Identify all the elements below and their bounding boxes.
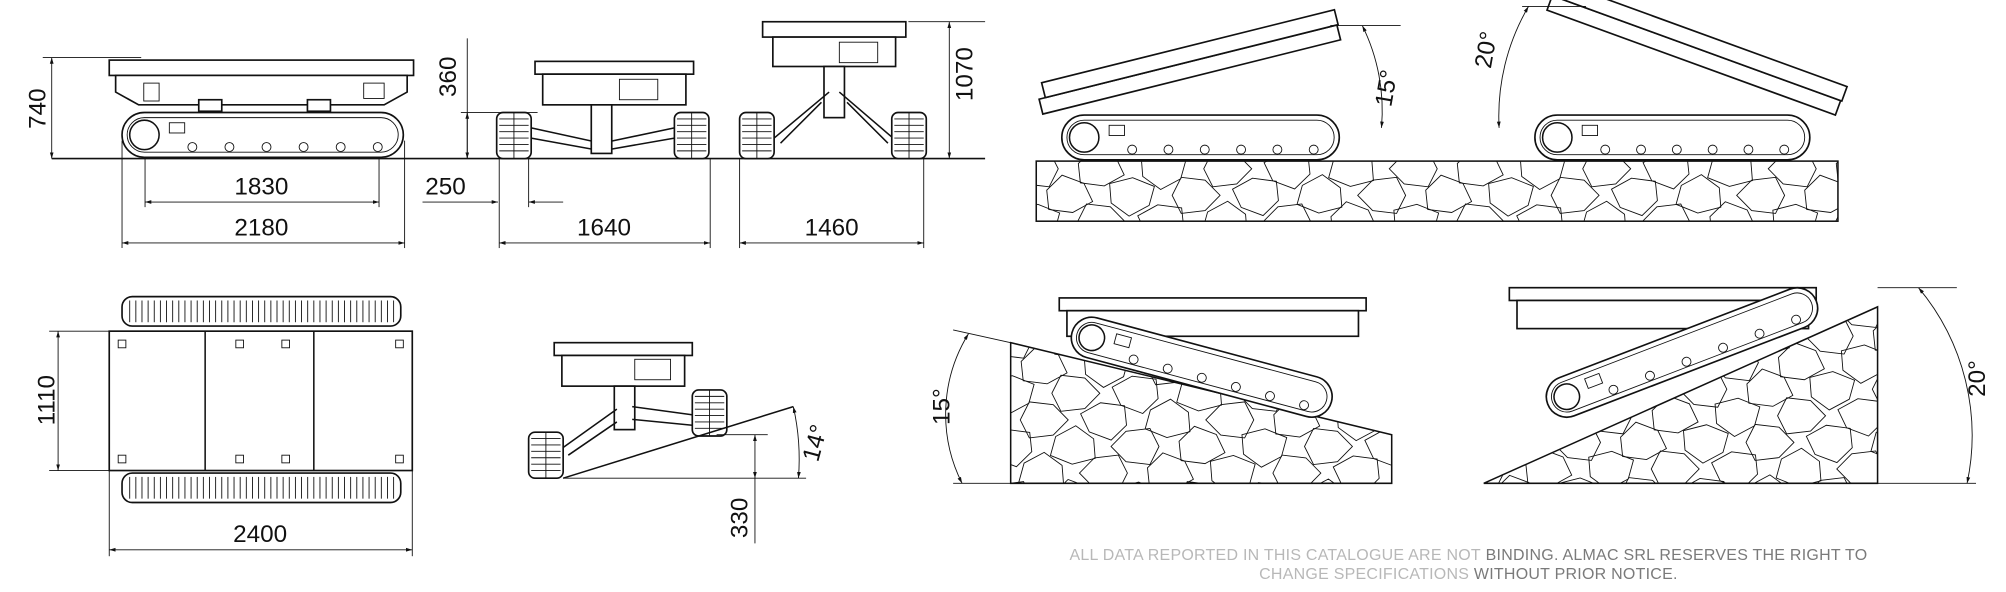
angle-label-20deg-b: 20°: [1964, 360, 1991, 397]
wheel: [673, 111, 710, 160]
disclaimer-line2-light: CHANGE SPECIFICATIONS: [1259, 566, 1469, 583]
front-view-side-slope: 14° 330: [527, 341, 834, 544]
ramp-views: 15° 20°: [928, 286, 1991, 485]
wheel: [738, 111, 775, 160]
angle-label-15deg-a: 15°: [1370, 68, 1403, 109]
wheel: [527, 431, 564, 480]
wheel: [495, 111, 533, 160]
dim-label-360: 360: [435, 56, 462, 97]
dimension-740: 740: [24, 57, 142, 159]
dim-label-1830: 1830: [234, 173, 288, 200]
dim-label-1110: 1110: [33, 375, 60, 425]
disclaimer-line1-light: ALL DATA REPORTED IN THIS CATALOGUE ARE …: [1069, 547, 1480, 564]
front-view-low: 1640: [495, 60, 711, 249]
angle-label-15deg-b: 15°: [928, 388, 955, 425]
dim-label-1460: 1460: [805, 214, 859, 241]
front-view-high: 1460 1070: [738, 20, 986, 249]
disclaimer-line2-dark: WITHOUT PRIOR NOTICE.: [1474, 566, 1678, 583]
dim-label-2180: 2180: [234, 214, 288, 241]
track: [1545, 286, 1819, 419]
dim-label-330: 330: [726, 498, 753, 539]
dim-label-1640: 1640: [577, 214, 631, 241]
angle-label-20deg-a: 20°: [1470, 29, 1503, 70]
dim-label-250: 250: [425, 173, 466, 200]
track: [121, 111, 405, 159]
dim-label-1070: 1070: [951, 47, 978, 101]
wheel: [691, 389, 728, 437]
robot-side: [108, 59, 415, 113]
dimension-2180: 2180: [121, 140, 406, 249]
top-view: 1110 2400: [33, 295, 414, 557]
track: [1060, 114, 1341, 161]
side-view: [51, 59, 986, 160]
disclaimer: ALL DATA REPORTED IN THIS CATALOGUE ARE …: [1069, 547, 1867, 583]
dimension-250: 250: [422, 158, 564, 208]
track: [1070, 316, 1333, 418]
disclaimer-line1-dark: BINDING. ALMAC SRL RESERVES THE RIGHT TO: [1486, 547, 1868, 564]
dim-label-740: 740: [24, 88, 51, 129]
svg-text:ALL DATA REPORTED IN THIS CATA: ALL DATA REPORTED IN THIS CATALOGUE ARE …: [1069, 547, 1867, 564]
dim-label-14deg: 14°: [798, 422, 834, 464]
dimension-1830: 1830: [144, 158, 380, 208]
dimension-360: 360: [435, 38, 538, 159]
dim-label-2400: 2400: [233, 521, 287, 548]
wheel: [890, 111, 928, 160]
platform-tilt-views: 15° 20°: [1035, 0, 1849, 222]
cobblestone-pattern: [1036, 161, 1838, 222]
svg-text:CHANGE SPECIFICATIONS WI: CHANGE SPECIFICATIONS WITHOUT PRIOR NOTI…: [1259, 566, 1678, 583]
track: [1534, 114, 1811, 161]
